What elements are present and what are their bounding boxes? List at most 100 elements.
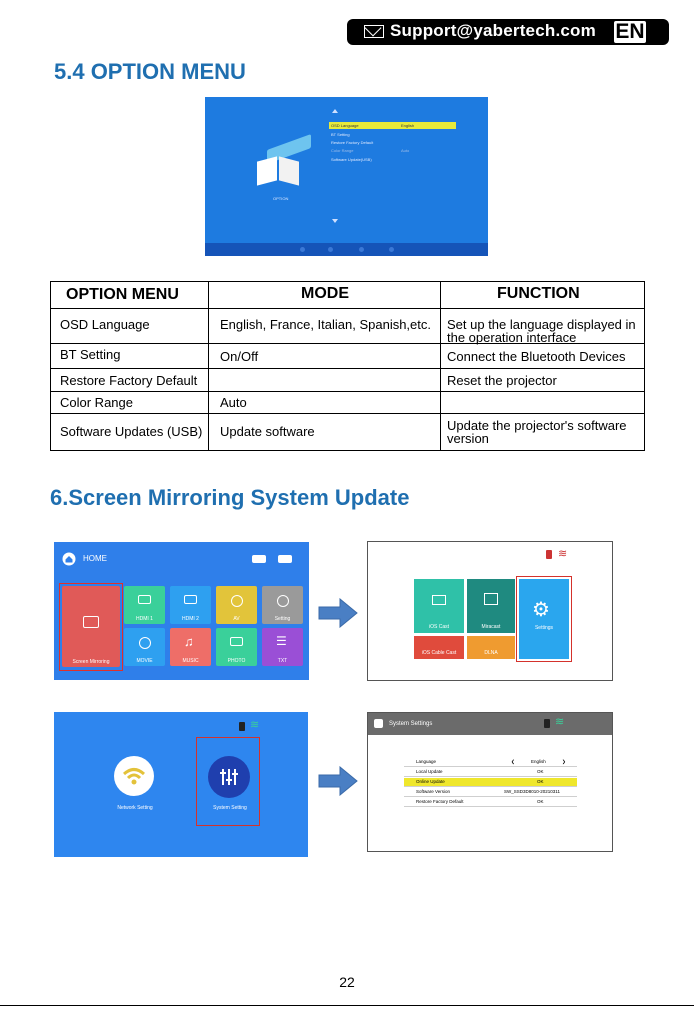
tile-label: DLNA	[484, 650, 498, 656]
system-screenshot: ≋ Network Setting System Setting	[54, 712, 308, 857]
menu-item-bt-setting: BT Setting	[331, 132, 350, 137]
menu-item-software-update: Software Update(USB)	[331, 157, 372, 162]
menu-item-color-range-value: Auto	[401, 148, 410, 153]
usb-icon	[252, 555, 266, 563]
tile-label: Settings	[534, 625, 554, 631]
setting-row-restore[interactable]: Restore Factory Default OK	[404, 798, 577, 807]
chevron-left-icon[interactable]: ❮	[511, 759, 515, 764]
tile-label: iOS Cable Cast	[421, 650, 457, 656]
table-cell-mode: On/Off	[220, 349, 259, 364]
language-badge: EN	[612, 19, 648, 45]
table-cell-mode: English, France, Italian, Spanish,etc.	[220, 317, 432, 332]
tile-setting[interactable]: Setting	[262, 586, 303, 624]
wifi-icon: ≋	[558, 548, 568, 560]
tile-label: TXT	[277, 658, 288, 664]
setting-value: OK	[537, 799, 544, 804]
tile-av[interactable]: AV	[216, 586, 257, 624]
tile-hdmi1[interactable]: HDMI 1	[124, 586, 165, 624]
tile-label: Screen Mirroring	[72, 659, 110, 665]
tile-system-setting[interactable]	[208, 756, 250, 798]
arrow-right-icon	[318, 766, 358, 796]
tile-miracast[interactable]: Miracast	[467, 579, 515, 633]
setting-label: Restore Factory Default	[416, 799, 464, 804]
camera-icon	[229, 637, 243, 646]
footer-divider	[0, 1005, 694, 1006]
table-cell-mode: Update software	[220, 424, 315, 439]
highlight-box	[196, 737, 260, 826]
table-cell-function: Set up the language displayed in the ope…	[447, 317, 636, 345]
tile-txt[interactable]: ☰TXT	[262, 628, 303, 666]
table-cell-option: OSD Language	[60, 317, 150, 332]
setting-label: Software Version	[416, 789, 451, 794]
gear-icon: ⚙	[532, 599, 550, 621]
tile-screen-mirroring[interactable]: Screen Mirroring	[62, 586, 120, 667]
selected-menu-highlight	[329, 122, 456, 129]
cast-icon	[432, 595, 446, 605]
setting-row-online-update[interactable]: Online Update OK	[404, 778, 577, 787]
wifi-icon: ≋	[555, 716, 565, 728]
tile-ios-cast[interactable]: iOS Cast	[414, 579, 464, 633]
page-number: 22	[339, 974, 355, 990]
table-header-mode: MODE	[301, 285, 349, 302]
option-menu-screenshot: OSD Language English BT Setting Restore …	[205, 97, 488, 256]
setting-row-local-update[interactable]: Local Update OK	[404, 768, 577, 777]
play-icon	[138, 637, 151, 649]
tile-dlna[interactable]: DLNA	[467, 636, 515, 659]
tile-music[interactable]: ♫ MUSIC	[170, 628, 211, 666]
setting-row-language[interactable]: Language ❮ English ❯	[404, 758, 577, 767]
table-cell-function: Reset the projector	[447, 373, 557, 388]
setting-value: OK	[537, 769, 544, 774]
tile-photo[interactable]: PHOTO	[216, 628, 257, 666]
usb-icon	[278, 555, 292, 563]
tile-label: AV	[233, 616, 240, 622]
option-menu-table: OPTION MENU MODE FUNCTION OSD Language E…	[50, 281, 645, 451]
table-cell-function: Connect the Bluetooth Devices	[447, 349, 626, 364]
tile-network-setting[interactable]	[114, 756, 154, 796]
table-cell-option: Software Updates (USB)	[60, 424, 203, 439]
table-cell-mode: Auto	[220, 395, 247, 410]
nav-dot-icon	[328, 247, 333, 252]
setting-value: SW_SSD3D8010-20210311	[504, 789, 560, 794]
usb-icon	[239, 722, 245, 731]
tile-label: MUSIC	[182, 658, 199, 664]
tile-label: HDMI 2	[182, 616, 199, 622]
av-icon	[230, 595, 243, 607]
home-title: HOME	[83, 554, 107, 563]
tile-label: iOS Cast	[428, 624, 449, 630]
music-note-icon: ♫	[184, 634, 194, 649]
option-caption: OPTION	[273, 196, 289, 201]
chevron-right-icon[interactable]: ❯	[562, 759, 566, 764]
nav-dot-icon	[300, 247, 305, 252]
tile-label: PHOTO	[227, 658, 246, 664]
hdmi-icon	[137, 595, 151, 604]
setting-row-software-version: Software Version SW_SSD3D8010-20210311	[404, 788, 577, 797]
gear-icon	[276, 595, 289, 607]
mirroring-menu-screenshot: ≋ iOS Cast Miracast ⚙ Settings iOS Cable…	[367, 541, 613, 681]
sliders-icon	[220, 769, 238, 785]
arrow-right-icon	[318, 598, 358, 628]
home-screenshot: HOME Screen Mirroring HDMI 1 HDMI 2 AV S…	[54, 542, 309, 680]
table-cell-option: Restore Factory Default	[60, 373, 198, 388]
tile-ios-cable-cast[interactable]: iOS Cable Cast	[414, 636, 464, 659]
menu-item-osd-language: OSD Language	[331, 123, 359, 128]
table-cell-option: Color Range	[60, 395, 133, 410]
tile-hdmi2[interactable]: HDMI 2	[170, 586, 211, 624]
tile-movie[interactable]: MOVIE	[124, 628, 165, 666]
section-title-option-menu: 5.4 OPTION MENU	[54, 59, 246, 84]
up-arrow-icon	[332, 109, 338, 113]
setting-value: English	[531, 759, 546, 764]
highlight-box	[516, 576, 572, 662]
section-title-mirroring: 6.Screen Mirroring System Update	[50, 485, 410, 510]
tile-settings[interactable]: ⚙ Settings	[519, 579, 569, 659]
tile-label: Setting	[274, 616, 291, 622]
system-settings-title: System Settings	[389, 721, 433, 727]
system-settings-titlebar: System Settings ≋	[368, 713, 612, 735]
tile-label: HDMI 1	[136, 616, 153, 622]
table-cell-function: Update the projector's software version	[447, 418, 627, 446]
support-email: Support@yabertech.com	[390, 21, 596, 40]
network-setting-label: Network Setting	[117, 805, 153, 811]
screen-mirroring-icon	[83, 616, 99, 628]
highlight-box	[59, 583, 123, 671]
envelope-icon	[364, 25, 384, 38]
usb-icon	[544, 719, 550, 728]
